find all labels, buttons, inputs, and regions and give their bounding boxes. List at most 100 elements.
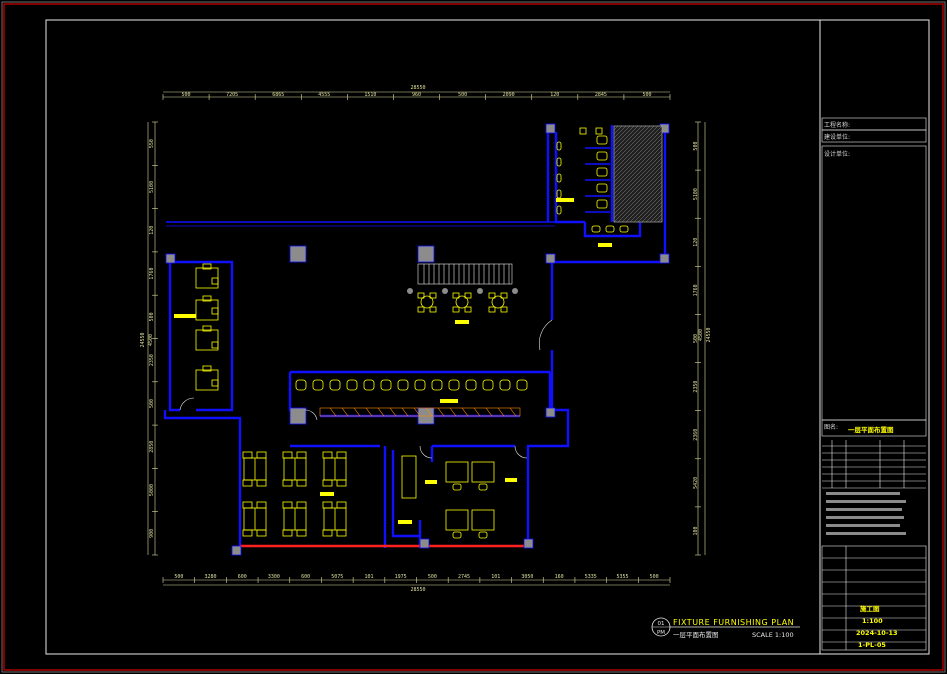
dim-bottom-label: 600 <box>301 574 310 580</box>
toilet <box>596 167 608 177</box>
hatch-line <box>614 149 662 199</box>
wash-basin <box>619 225 629 233</box>
hatch-line <box>614 157 662 207</box>
counter-hatch <box>497 407 505 417</box>
dining-chair <box>282 451 293 459</box>
hatch-line <box>625 185 662 222</box>
urinal <box>556 205 562 215</box>
counter-hatch <box>401 407 409 417</box>
dim-right-label: 1760 <box>693 284 699 296</box>
office-desk <box>471 461 495 483</box>
counter-hatch <box>353 407 361 417</box>
tb-drawing-label: 图名: <box>824 423 838 431</box>
dim-left-label: 500 <box>149 399 155 408</box>
bar-stool <box>397 379 409 391</box>
storage-cabinet <box>401 455 417 499</box>
title-block <box>821 117 927 651</box>
dining-chair <box>256 501 267 509</box>
dim-right-label: 500 <box>693 142 699 151</box>
counter-hatch <box>377 407 385 417</box>
hatch-line <box>614 173 662 222</box>
dining-chair <box>242 451 253 459</box>
counter-hatch <box>413 407 421 417</box>
tb-stage-value: 施工图 <box>860 604 880 613</box>
cafe-chair <box>452 306 460 313</box>
title-english: FIXTURE FURNISHING PLAN <box>673 618 794 627</box>
hatch-line <box>514 126 610 222</box>
dim-bottom-label: 3300 <box>268 574 280 580</box>
dining-chair <box>296 479 307 487</box>
chair <box>202 295 212 302</box>
bar-stool <box>482 379 494 391</box>
planter <box>442 288 448 294</box>
cafe-chair <box>500 306 508 313</box>
hatch-line <box>629 189 662 222</box>
dimension-bottom <box>162 577 671 586</box>
chair <box>202 325 212 332</box>
office-chair <box>478 531 488 539</box>
tb-date-value: 2024-10-13 <box>856 629 898 637</box>
room-tags <box>174 198 612 524</box>
hatch-line <box>661 221 662 222</box>
dim-bottom-label: 3050 <box>521 574 533 580</box>
cafe-chair <box>452 292 460 299</box>
bar-stool <box>499 379 511 391</box>
counter-hatch <box>461 407 469 417</box>
bar-stool <box>312 379 324 391</box>
dim-right-label: 5100 <box>693 188 699 200</box>
hatch-line <box>614 126 655 167</box>
hatch-line <box>614 126 662 175</box>
furniture <box>195 127 629 539</box>
counter-hatch <box>365 407 373 417</box>
dimension-right-total: 24550 <box>706 327 712 342</box>
cafe-table <box>455 295 469 309</box>
toilet <box>596 135 608 145</box>
bar-stool <box>516 379 528 391</box>
tb-number-value: 1-PL-05 <box>858 641 886 649</box>
dim-left-label: 5100 <box>149 181 155 193</box>
chair <box>202 263 212 270</box>
dining-chair <box>296 451 307 459</box>
tb-project-label: 工程名称: <box>824 121 850 129</box>
floor-drain <box>595 127 603 135</box>
hatch-line <box>614 141 662 191</box>
urinal <box>556 157 562 167</box>
dim-top-label: 2845 <box>595 92 607 98</box>
bar-stool <box>448 379 460 391</box>
dim-bottom-label: 5075 <box>331 574 343 580</box>
bar-stool <box>363 379 375 391</box>
dim-left-label: 5000 <box>149 484 155 496</box>
dining-chair <box>242 479 253 487</box>
dim-left-label: 2850 <box>149 441 155 453</box>
floor-drain <box>579 127 587 135</box>
cafe-chair <box>429 292 437 299</box>
hatch-line <box>614 126 643 155</box>
dim-top-label: 7205 <box>226 92 238 98</box>
hatch-line <box>666 126 762 222</box>
hatch-line <box>641 201 662 222</box>
dim-bottom-label: 600 <box>238 574 247 580</box>
dining-chair <box>336 529 347 537</box>
office-desk <box>445 461 469 483</box>
counter-hatch <box>437 407 445 417</box>
cafe-chair <box>464 292 472 299</box>
dim-bottom-label: 101 <box>364 574 373 580</box>
counter-hatch <box>425 407 433 417</box>
staircase <box>417 263 513 285</box>
cafe-chair <box>488 306 496 313</box>
dining-chair <box>256 451 267 459</box>
dining-chair <box>322 501 333 509</box>
toilet <box>596 183 608 193</box>
dim-top-label: 120 <box>550 92 559 98</box>
bar-stool <box>346 379 358 391</box>
urinal <box>556 141 562 151</box>
dim-bottom-label: 500 <box>428 574 437 580</box>
door-swings <box>179 319 553 459</box>
hatch-line <box>621 181 662 222</box>
tb-drawing-name: 一层平面布置图 <box>848 425 894 434</box>
toilet <box>596 151 608 161</box>
title-scale: SCALE 1:100 <box>752 631 794 639</box>
counter-hatch <box>473 407 481 417</box>
